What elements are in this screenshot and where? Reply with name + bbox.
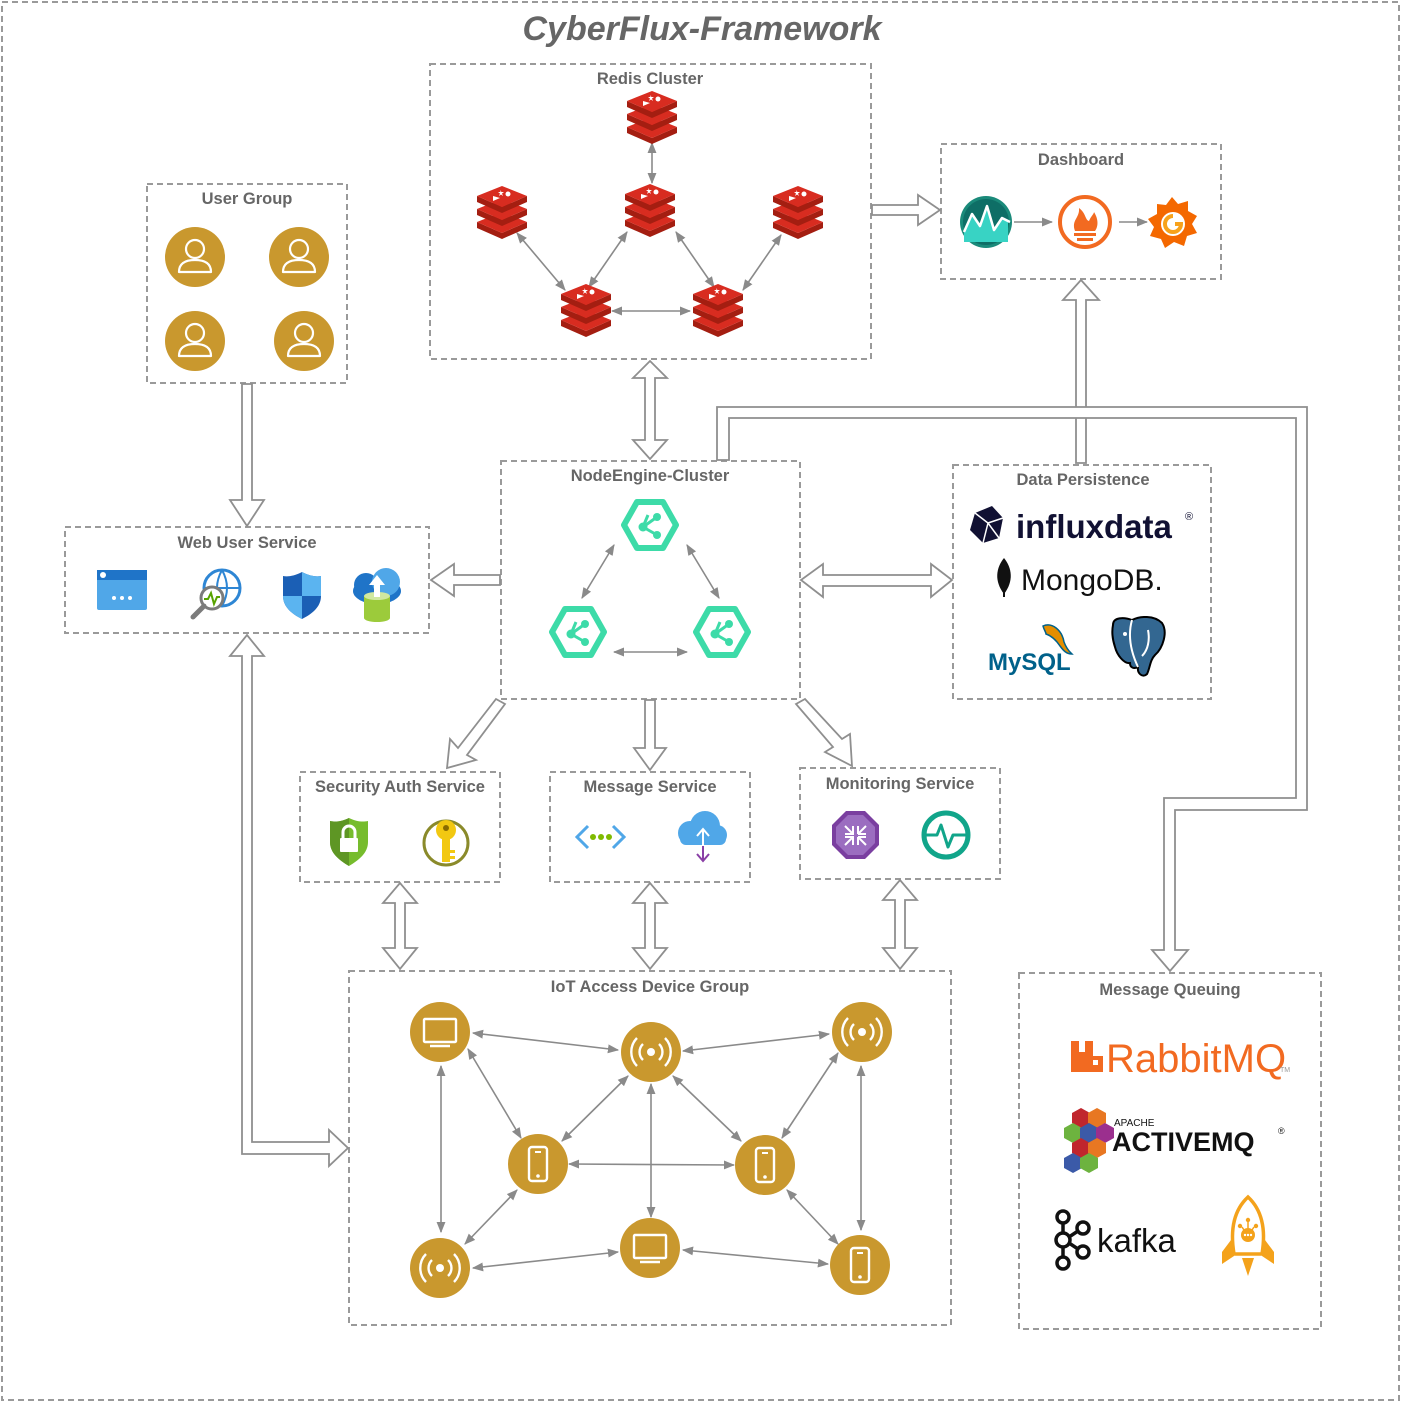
heartbeat-icon xyxy=(921,810,971,860)
user-icon xyxy=(163,309,227,373)
mysql-logo: MySQL xyxy=(988,624,1074,676)
user-icon xyxy=(163,225,227,289)
rabbitmq-logo: RabbitMQ TM xyxy=(1071,1037,1290,1081)
user-icon xyxy=(272,309,336,373)
node-engine-cluster-group: NodeEngine-Cluster xyxy=(500,460,801,700)
lock-shield-icon xyxy=(330,818,368,866)
arrow-persistence-to-dashboard xyxy=(1060,278,1102,464)
iot-access-device-group-label: IoT Access Device Group xyxy=(551,978,749,996)
redis-icon xyxy=(477,186,527,239)
influxdata-wordmark: influxdata xyxy=(1016,508,1172,545)
activemq-apache-text: APACHE xyxy=(1114,1118,1155,1129)
connections-icon xyxy=(574,824,627,850)
arrow-nodeengine-to-message xyxy=(632,699,668,772)
security-auth-service-label: Security Auth Service xyxy=(315,778,485,796)
mongodb-wordmark: MongoDB. xyxy=(1021,564,1163,597)
node-engine-icon xyxy=(624,502,676,548)
influxdb-logo: influxdata ® xyxy=(970,506,1193,545)
desktop-icon xyxy=(618,1216,682,1280)
user-group: User Group xyxy=(146,183,348,384)
activemq-registered-mark: ® xyxy=(1278,1126,1285,1136)
prometheus-icon xyxy=(1058,195,1112,249)
message-service-label: Message Service xyxy=(583,778,716,796)
user-icon xyxy=(267,225,331,289)
arrow-redis-to-dashboard xyxy=(871,193,942,227)
mobile-icon xyxy=(828,1233,892,1297)
redis-cluster-label: Redis Cluster xyxy=(597,70,704,88)
activemq-wordmark: ACTIVEMQ xyxy=(1112,1127,1255,1157)
mobile-icon xyxy=(506,1132,570,1196)
monitoring-service-label: Monitoring Service xyxy=(826,775,975,793)
kafka-wordmark: kafka xyxy=(1097,1222,1177,1259)
timeseries-icon xyxy=(960,196,1012,248)
mongodb-logo: MongoDB. xyxy=(997,558,1163,597)
arrow-security-iot xyxy=(381,881,419,971)
rabbitmq-trademark: TM xyxy=(1280,1067,1290,1074)
redis-links xyxy=(516,141,782,316)
storage-upload-icon xyxy=(353,568,401,622)
monitoring-service-group: Monitoring Service xyxy=(799,767,1001,880)
influx-registered-mark: ® xyxy=(1185,511,1193,523)
mysql-wordmark: MySQL xyxy=(988,649,1071,676)
rocket-mq-icon xyxy=(1222,1194,1274,1276)
dashboard-label: Dashboard xyxy=(1038,151,1124,169)
message-queuing-group: Message Queuing xyxy=(1018,972,1322,1330)
app-insights-icon xyxy=(190,568,242,620)
wireless-icon xyxy=(408,1236,472,1300)
activemq-logo: APACHE ACTIVEMQ ® xyxy=(1064,1108,1285,1173)
message-queuing-label: Message Queuing xyxy=(1099,981,1240,999)
arrow-nodeengine-persistence xyxy=(799,562,954,599)
user-group-label: User Group xyxy=(202,190,293,208)
redis-icon xyxy=(693,284,743,337)
web-user-service-label: Web User Service xyxy=(177,534,316,552)
arrow-nodeengine-to-web xyxy=(429,562,501,598)
redis-icon xyxy=(627,91,677,144)
redis-icon xyxy=(561,284,611,337)
wireless-icon xyxy=(619,1020,683,1084)
rabbitmq-wordmark: RabbitMQ xyxy=(1106,1037,1286,1081)
grafana-icon xyxy=(1148,197,1197,248)
arrow-users-to-web xyxy=(228,383,266,528)
arrow-nodeengine-to-monitoring xyxy=(794,697,853,768)
arrow-nodeengine-to-mq xyxy=(716,406,1308,973)
mobile-icon xyxy=(733,1133,797,1197)
node-engine-icon xyxy=(552,609,604,655)
arrow-message-iot xyxy=(631,881,669,971)
arrow-web-iot xyxy=(228,633,350,1169)
redis-cluster-group: Redis Cluster xyxy=(429,63,872,360)
data-persistence-group: Data Persistence xyxy=(952,464,1212,700)
kafka-logo: kafka xyxy=(1054,1209,1177,1271)
web-app-icon xyxy=(97,570,147,610)
redis-icon xyxy=(625,184,675,237)
cloud-download-icon xyxy=(678,811,727,863)
arrow-monitoring-iot xyxy=(881,878,919,971)
framework-title: CyberFlux-Framework xyxy=(523,10,884,48)
router-icon xyxy=(832,811,879,859)
desktop-icon xyxy=(408,1000,472,1064)
arrow-nodeengine-to-security xyxy=(445,697,507,770)
key-icon xyxy=(422,819,470,867)
node-engine-links xyxy=(581,544,720,657)
redis-icon xyxy=(773,186,823,239)
node-engine-cluster-label: NodeEngine-Cluster xyxy=(571,467,730,485)
arrow-redis-nodeengine xyxy=(630,359,670,461)
data-persistence-label: Data Persistence xyxy=(1017,471,1150,489)
defender-shield-icon xyxy=(283,572,321,619)
node-engine-icon xyxy=(696,609,748,655)
iot-links xyxy=(436,1029,866,1272)
postgresql-icon xyxy=(1111,616,1166,677)
wireless-icon xyxy=(830,1000,894,1064)
